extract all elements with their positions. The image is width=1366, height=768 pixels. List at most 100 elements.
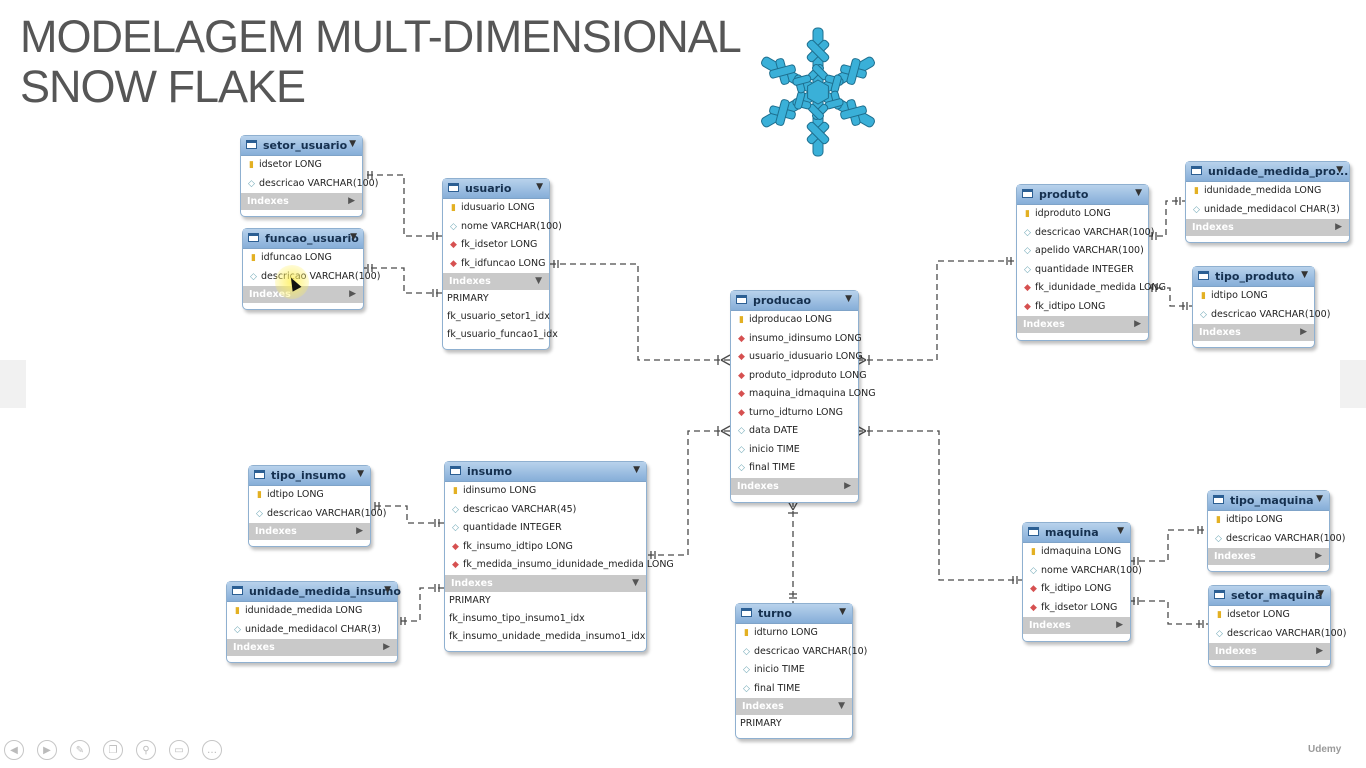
column-row[interactable]: ◆usuario_idusuario LONG [731,348,863,367]
column-row[interactable]: ◆fk_idtipo LONG [1023,580,1130,599]
column-row[interactable]: ◇final TIME [736,680,852,699]
table-header[interactable]: insumo▼ [445,462,646,482]
column-row[interactable]: ◇data DATE [731,422,858,441]
column-row[interactable]: ▮idtipo LONG [249,486,370,505]
collapse-arrow-icon[interactable]: ▼ [1117,526,1124,536]
column-row[interactable]: ▮idproduto LONG [1017,205,1148,224]
indexes-bar[interactable]: Indexes▶ [1208,548,1329,565]
column-row[interactable]: ◆fk_idunidade_medida LONG [1017,279,1166,298]
table-header[interactable]: usuario▼ [443,179,549,199]
collapse-arrow-icon[interactable]: ▼ [349,139,356,149]
column-row[interactable]: ▮idtipo LONG [1193,287,1314,306]
table-header[interactable]: unidade_medida_insumo▼ [227,582,401,602]
column-row[interactable]: ◇nome VARCHAR(100) [1023,562,1142,581]
column-row[interactable]: ◇descricao VARCHAR(100) [243,268,380,287]
collapse-arrow-icon[interactable]: ▼ [839,607,846,617]
column-row[interactable]: ◇descricao VARCHAR(100) [241,175,378,194]
column-row[interactable]: ▮idturno LONG [736,624,852,643]
collapse-arrow-icon[interactable]: ▼ [357,469,364,479]
table-produto[interactable]: produto▼▮idproduto LONG◇descricao VARCHA… [1016,184,1166,341]
table-header[interactable]: producao▼ [731,291,858,311]
table-header[interactable]: tipo_insumo▼ [249,466,370,486]
expand-right-icon[interactable]: ▶ [349,289,356,299]
column-row[interactable]: ▮idunidade_medida LONG [227,602,397,621]
indexes-bar[interactable]: Indexes▶ [227,639,397,656]
screen-icon[interactable]: ▭ [169,740,189,760]
previous-icon[interactable]: ◀ [4,740,24,760]
table-insumo[interactable]: insumo▼▮idinsumo LONG◇descricao VARCHAR(… [444,461,674,652]
collapse-arrow-icon[interactable]: ▼ [1301,270,1308,280]
table-header[interactable]: setor_maquina▼ [1209,586,1330,606]
column-row[interactable]: ◇descricao VARCHAR(45) [445,501,646,520]
table-maquina[interactable]: maquina▼▮idmaquina LONG◇nome VARCHAR(100… [1022,522,1142,642]
column-row[interactable]: ◇inicio TIME [736,661,852,680]
table-header[interactable]: tipo_produto▼ [1193,267,1314,287]
column-row[interactable]: ◆fk_medida_insumo_idunidade_medida LONG [445,556,674,575]
index-row[interactable]: fk_insumo_tipo_insumo1_idx [449,612,585,624]
index-row[interactable]: fk_usuario_setor1_idx [447,311,550,322]
table-turno[interactable]: turno▼▮idturno LONG◇descricao VARCHAR(10… [735,603,867,739]
indexes-bar[interactable]: Indexes▶ [249,523,370,540]
column-row[interactable]: ▮idmaquina LONG [1023,543,1130,562]
column-row[interactable]: ◇descricao VARCHAR(100) [249,505,386,524]
table-header[interactable]: maquina▼ [1023,523,1130,543]
table-header[interactable]: tipo_maquina▼ [1208,491,1329,511]
column-row[interactable]: ◇descricao VARCHAR(100) [1017,224,1154,243]
indexes-bar[interactable]: Indexes▶ [1017,316,1148,333]
column-row[interactable]: ◇descricao VARCHAR(100) [1208,530,1345,549]
column-row[interactable]: ▮idtipo LONG [1208,511,1329,530]
next-slide-area[interactable] [1340,360,1366,408]
indexes-bar[interactable]: Indexes▶ [241,193,362,210]
table-header[interactable]: produto▼ [1017,185,1148,205]
more-icon[interactable]: … [202,740,222,760]
expand-right-icon[interactable]: ▶ [1116,620,1123,630]
expand-down-icon[interactable]: ▼ [632,577,639,588]
expand-right-icon[interactable]: ▶ [1335,222,1342,232]
column-row[interactable]: ◇apelido VARCHAR(100) [1017,242,1148,261]
table-tipo_insumo[interactable]: tipo_insumo▼▮idtipo LONG◇descricao VARCH… [248,465,386,547]
column-row[interactable]: ◆turno_idturno LONG [731,404,858,423]
collapse-arrow-icon[interactable]: ▼ [1317,589,1324,599]
expand-right-icon[interactable]: ▶ [356,526,363,536]
column-row[interactable]: ◆maquina_idmaquina LONG [731,385,876,404]
indexes-bar[interactable]: Indexes▶ [1209,643,1330,660]
column-row[interactable]: ◇unidade_medidacol CHAR(3) [227,621,397,640]
column-row[interactable]: ▮idusuario LONG [443,199,549,218]
column-row[interactable]: ▮idinsumo LONG [445,482,646,501]
column-row[interactable]: ◇quantidade INTEGER [445,519,646,538]
indexes-bar[interactable]: Indexes▶ [731,477,858,495]
table-tipo_produto[interactable]: tipo_produto▼▮idtipo LONG◇descricao VARC… [1192,266,1330,348]
index-row[interactable]: PRIMARY [447,293,489,304]
collapse-arrow-icon[interactable]: ▼ [1336,165,1343,175]
table-usuario[interactable]: usuario▼▮idusuario LONG◇nome VARCHAR(100… [442,178,562,350]
column-row[interactable]: ◇descricao VARCHAR(100) [1209,625,1346,644]
expand-right-icon[interactable]: ▶ [348,196,355,206]
pen-icon[interactable]: ✎ [70,740,90,760]
column-row[interactable]: ◆fk_insumo_idtipo LONG [445,538,646,557]
column-row[interactable]: ◆fk_idtipo LONG [1017,298,1148,317]
column-row[interactable]: ◇nome VARCHAR(100) [443,218,562,237]
column-row[interactable]: ▮idunidade_medida LONG [1186,182,1349,201]
copy-icon[interactable]: ❐ [103,740,123,760]
index-row[interactable]: PRIMARY [740,718,782,729]
zoom-icon[interactable]: ⚲ [136,740,156,760]
expand-right-icon[interactable]: ▶ [844,480,851,491]
expand-right-icon[interactable]: ▶ [1315,551,1322,561]
indexes-bar[interactable]: Indexes▶ [1193,324,1314,341]
column-row[interactable]: ▮idsetor LONG [1209,606,1330,625]
collapse-arrow-icon[interactable]: ▼ [384,585,391,595]
column-row[interactable]: ◇final TIME [731,459,858,478]
table-setor_usuario[interactable]: setor_usuario▼▮idsetor LONG◇descricao VA… [240,135,378,217]
column-row[interactable]: ◆fk_idsetor LONG [1023,599,1130,618]
play-icon[interactable]: ▶ [37,740,57,760]
index-row[interactable]: fk_usuario_funcao1_idx [447,329,558,340]
indexes-bar[interactable]: Indexes▼ [445,574,646,592]
index-row[interactable]: PRIMARY [449,594,491,606]
table-header[interactable]: turno▼ [736,604,852,624]
expand-down-icon[interactable]: ▼ [535,276,542,286]
table-producao[interactable]: producao▼▮idproducao LONG◆insumo_idinsum… [730,290,876,503]
collapse-arrow-icon[interactable]: ▼ [1135,188,1142,198]
column-row[interactable]: ▮idfuncao LONG [243,249,363,268]
column-row[interactable]: ◆produto_idproduto LONG [731,367,867,386]
column-row[interactable]: ◇inicio TIME [731,441,858,460]
